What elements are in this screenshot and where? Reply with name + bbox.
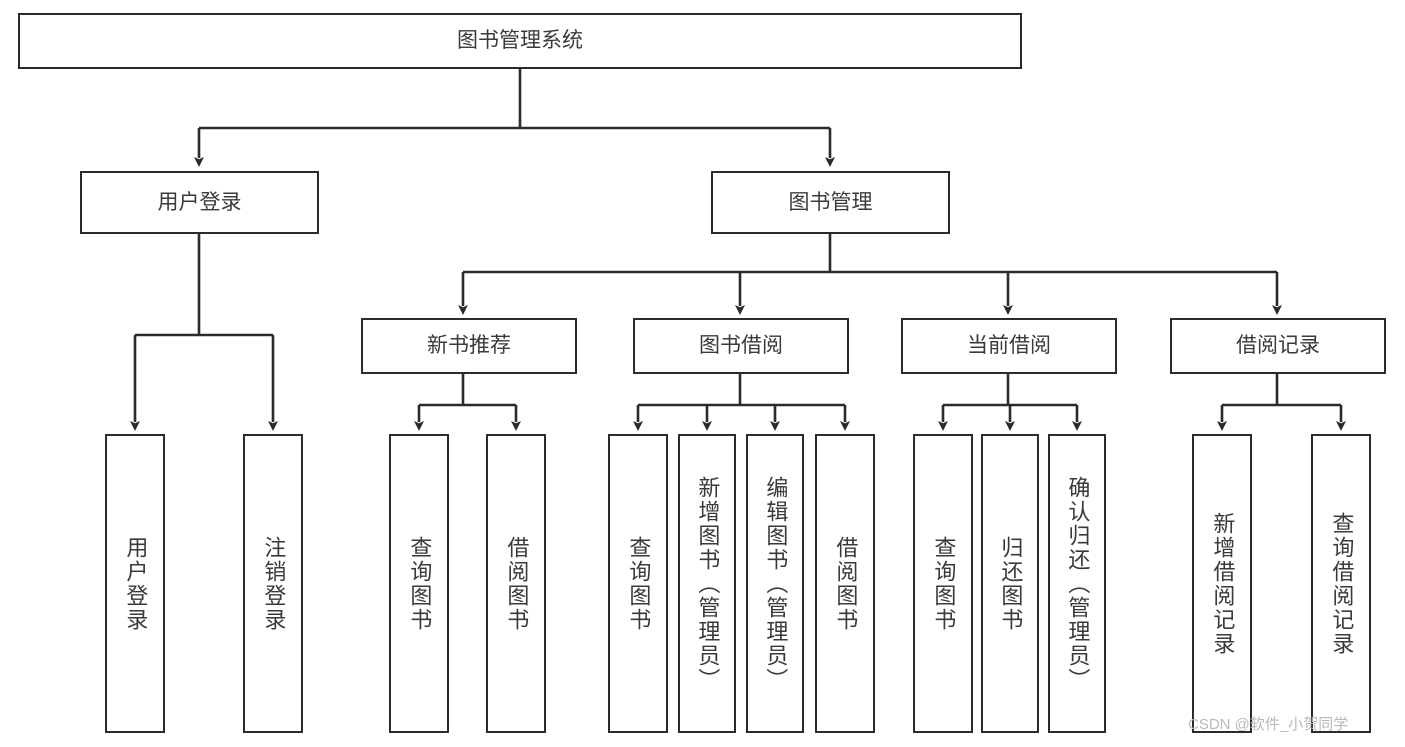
node-label: 图书借阅 (699, 334, 783, 358)
leaf-book-borrow-borrow-book[interactable]: 借阅图书 (815, 434, 875, 733)
leaf-borrow-record-query-record[interactable]: 查询借阅记录 (1311, 434, 1371, 733)
node-label: 注销登录 (261, 535, 287, 632)
node-label: 图书管理系统 (457, 29, 583, 53)
node-label: 查询图书 (626, 535, 652, 632)
node-label: 图书管理 (788, 190, 873, 214)
watermark: CSDN @软件_小贺同学 (1188, 716, 1349, 733)
node-label: 新书推荐 (427, 334, 511, 358)
node-label: 编辑图书（管理员） (763, 475, 789, 692)
leaf-book-borrow-query-book[interactable]: 查询图书 (608, 434, 668, 733)
node-label: 新增借阅记录 (1210, 511, 1236, 656)
node-root-book-management-system[interactable]: 图书管理系统 (18, 13, 1022, 69)
node-label: 借阅图书 (504, 535, 530, 632)
node-label: 查询借阅记录 (1329, 511, 1355, 656)
node-label: 借阅图书 (833, 535, 859, 632)
node-label: 查询图书 (931, 535, 957, 632)
node-user-login[interactable]: 用户登录 (80, 171, 319, 234)
node-label: 归还图书 (998, 535, 1024, 632)
node-label: 借阅记录 (1236, 334, 1320, 358)
leaf-book-borrow-add-book-admin[interactable]: 新增图书（管理员） (678, 434, 736, 733)
leaf-current-borrow-confirm-return-admin[interactable]: 确认归还（管理员） (1048, 434, 1106, 733)
node-book-management[interactable]: 图书管理 (711, 171, 950, 234)
leaf-current-borrow-query-book[interactable]: 查询图书 (913, 434, 973, 733)
node-label: 用户登录 (157, 190, 242, 214)
node-label: 当前借阅 (967, 334, 1051, 358)
node-borrow-record[interactable]: 借阅记录 (1170, 318, 1386, 374)
node-label: 确认归还（管理员） (1065, 475, 1091, 692)
node-current-borrow[interactable]: 当前借阅 (901, 318, 1117, 374)
leaf-user-login-login[interactable]: 用户登录 (105, 434, 165, 733)
node-book-borrow[interactable]: 图书借阅 (633, 318, 849, 374)
leaf-current-borrow-return-book[interactable]: 归还图书 (981, 434, 1039, 733)
leaf-new-book-query-book[interactable]: 查询图书 (389, 434, 449, 733)
node-new-book-recommend[interactable]: 新书推荐 (361, 318, 577, 374)
leaf-new-book-borrow-book[interactable]: 借阅图书 (486, 434, 546, 733)
node-label: 查询图书 (407, 535, 433, 632)
node-label: 用户登录 (123, 535, 149, 632)
leaf-borrow-record-add-record[interactable]: 新增借阅记录 (1192, 434, 1252, 733)
leaf-user-login-logout[interactable]: 注销登录 (243, 434, 303, 733)
node-label: 新增图书（管理员） (695, 475, 721, 692)
leaf-book-borrow-edit-book-admin[interactable]: 编辑图书（管理员） (746, 434, 804, 733)
